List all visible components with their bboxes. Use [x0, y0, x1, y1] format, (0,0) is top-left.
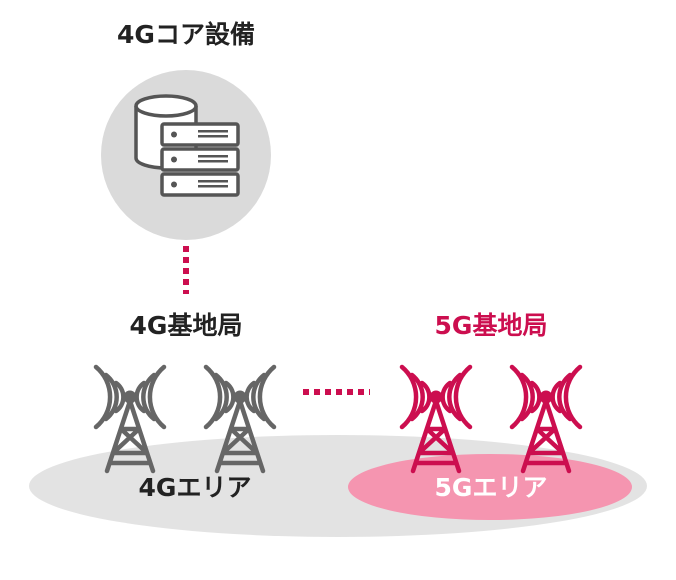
area-4g-label: 4Gエリア — [138, 473, 252, 502]
area-5g-label: 5Gエリア — [434, 473, 548, 502]
area-5g-ellipse — [348, 454, 632, 520]
server-indicators — [171, 130, 228, 188]
server-database-icon — [134, 94, 240, 197]
base-station-5g-title: 5G基地局 — [434, 311, 548, 340]
core-title: 4Gコア設備 — [117, 20, 255, 49]
base-station-4g-title: 4G基地局 — [129, 311, 243, 340]
